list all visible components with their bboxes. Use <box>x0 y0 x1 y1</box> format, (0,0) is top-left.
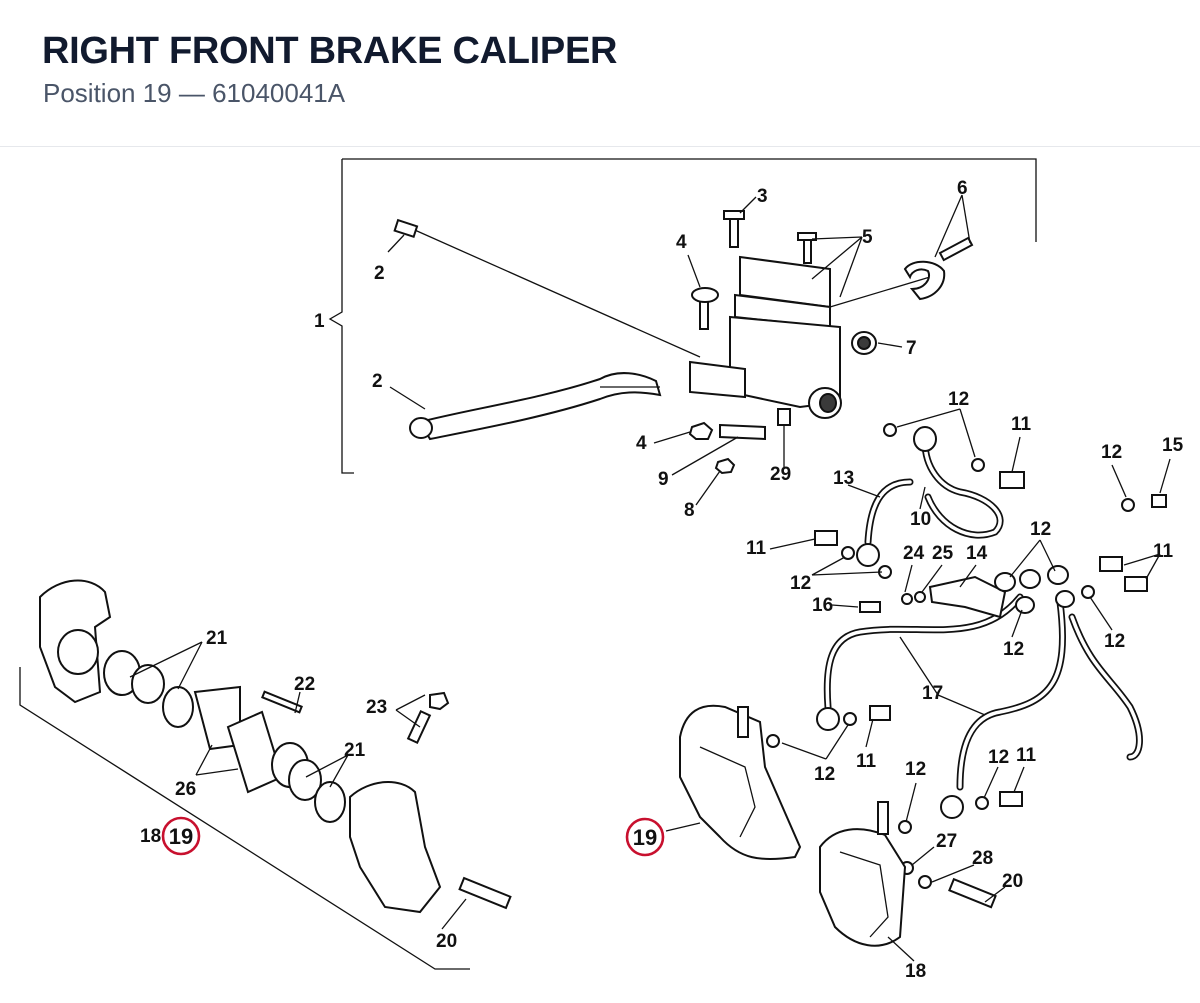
highlight-ring <box>161 816 201 856</box>
exploded-parts-diagram: 1 2 2 3 4 4 5 6 7 8 9 10 11 11 11 11 11 … <box>19 158 1184 982</box>
callout-16: 16 <box>812 595 833 616</box>
callout-22: 22 <box>294 674 315 695</box>
callout-18: 18 <box>905 961 926 982</box>
callout-10: 10 <box>910 509 931 530</box>
callout-19: 19 <box>169 824 193 849</box>
callout-12: 12 <box>1104 631 1125 652</box>
callout-11: 11 <box>1153 541 1174 562</box>
callout-4: 4 <box>636 433 647 454</box>
callout-1: 1 <box>314 311 325 332</box>
callout-labels: 1 2 2 3 4 4 5 6 7 8 9 10 11 11 11 11 11 … <box>140 178 1184 982</box>
callout-21: 21 <box>206 628 228 649</box>
callout-12: 12 <box>1030 519 1051 540</box>
highlight-ring <box>625 817 665 857</box>
callout-12: 12 <box>988 747 1009 768</box>
callout-18: 18 <box>140 826 161 847</box>
callout-17: 17 <box>922 683 943 704</box>
callout-27: 27 <box>936 831 957 852</box>
brake-hoses-drawing <box>766 423 1167 889</box>
callout-2: 2 <box>372 371 383 392</box>
page-header: RIGHT FRONT BRAKE CALIPER Position 19 — … <box>0 0 1200 147</box>
callout-12: 12 <box>948 389 969 410</box>
callout-13: 13 <box>833 468 854 489</box>
callout-21: 21 <box>344 740 366 761</box>
callout-15: 15 <box>1162 435 1184 456</box>
callout-12: 12 <box>1101 442 1122 463</box>
callout-20: 20 <box>436 931 457 952</box>
brake-lever-drawing <box>393 218 701 441</box>
callout-23: 23 <box>366 697 387 718</box>
page-title: RIGHT FRONT BRAKE CALIPER <box>42 30 618 72</box>
callout-28: 28 <box>972 848 993 869</box>
callout-24: 24 <box>903 543 925 564</box>
callout-11: 11 <box>1016 745 1037 766</box>
callout-12: 12 <box>1003 639 1024 660</box>
callout-2: 2 <box>374 263 385 284</box>
callout-11: 11 <box>746 538 767 559</box>
callout-7: 7 <box>906 338 917 359</box>
callout-20: 20 <box>1002 871 1023 892</box>
callout-12: 12 <box>814 764 835 785</box>
assembly-bracket <box>328 158 1037 474</box>
callout-8: 8 <box>684 500 695 521</box>
right-caliper-drawing <box>679 704 997 947</box>
callout-26: 26 <box>175 779 196 800</box>
callout-19: 19 <box>633 825 657 850</box>
callout-5: 5 <box>862 227 873 248</box>
callout-3: 3 <box>757 186 768 207</box>
callout-12: 12 <box>905 759 926 780</box>
callout-25: 25 <box>932 543 954 564</box>
callout-29: 29 <box>770 464 791 485</box>
callout-11: 11 <box>1011 414 1032 435</box>
position-19-highlight-right[interactable]: 19 <box>625 817 665 857</box>
callout-11: 11 <box>856 751 877 772</box>
master-cylinder-drawing <box>688 210 974 475</box>
callout-6: 6 <box>957 178 968 199</box>
callout-12: 12 <box>790 573 811 594</box>
position-19-highlight-left[interactable]: 19 <box>161 816 201 856</box>
callout-4: 4 <box>676 232 687 253</box>
page-subtitle: Position 19 — 61040041A <box>43 78 346 108</box>
leader-lines <box>129 194 1171 962</box>
callout-14: 14 <box>966 543 988 564</box>
callout-9: 9 <box>658 469 669 490</box>
left-caliper-drawing <box>19 579 512 970</box>
